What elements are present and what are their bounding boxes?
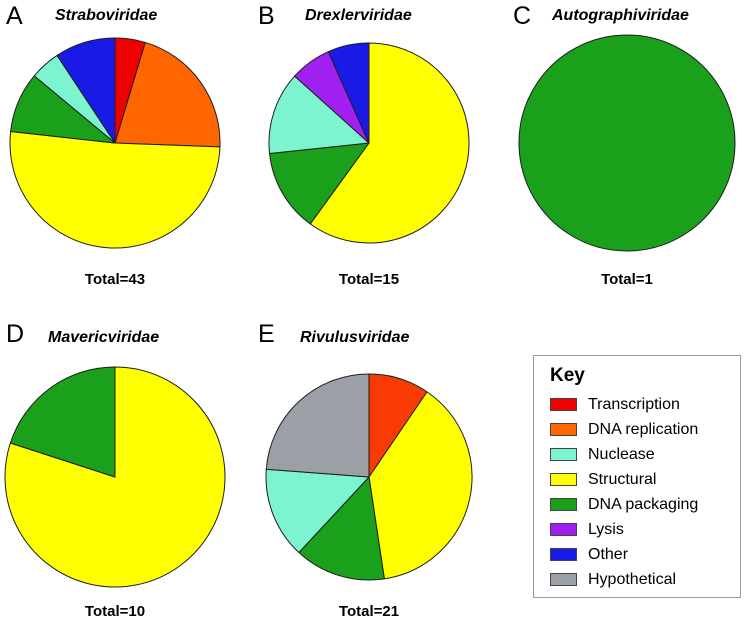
pie-slice	[327, 42, 370, 144]
panel-letter-a: A	[6, 2, 23, 30]
pie-chart-d	[4, 366, 226, 588]
panel-letter-c: C	[513, 2, 532, 30]
panel-letter-e: E	[258, 320, 275, 348]
panel-title-d: Mavericviridae	[48, 329, 160, 346]
legend-item-label: DNA replication	[588, 420, 699, 438]
legend-item: Lysis	[550, 517, 740, 542]
panel-total-e: Total=21	[338, 603, 400, 620]
pie-slice	[368, 391, 473, 580]
legend-color-swatch	[550, 398, 577, 411]
legend-color-swatch	[550, 498, 577, 511]
legend-item: Nuclease	[550, 442, 740, 467]
pie-chart-c	[518, 34, 736, 252]
pie-slice	[9, 131, 221, 249]
legend-item: DNA packaging	[550, 492, 740, 517]
pie-slice	[265, 468, 370, 554]
pie-chart-e	[265, 373, 473, 581]
panel-title-a: Straboviridae	[55, 7, 158, 24]
pie-slice	[265, 373, 370, 478]
pie-chart-a	[9, 37, 221, 249]
legend-item: DNA replication	[550, 417, 740, 442]
pie-slice	[518, 34, 736, 252]
pie-slice	[309, 42, 470, 244]
panel-letter-d: D	[6, 320, 25, 348]
legend-item: Structural	[550, 467, 740, 492]
legend-title: Key	[550, 365, 585, 386]
legend-item: Transcription	[550, 392, 740, 417]
panel-total-c: Total=1	[601, 271, 653, 288]
legend-color-swatch	[550, 523, 577, 536]
legend-item: Hypothetical	[550, 567, 740, 592]
legend-color-swatch	[550, 448, 577, 461]
pie-slice	[56, 37, 116, 144]
panel-title-e: Rivulusviridae	[300, 329, 410, 346]
panel-total-b: Total=15	[338, 271, 400, 288]
legend-item-label: Hypothetical	[588, 570, 677, 588]
legend-color-swatch	[550, 473, 577, 486]
panel-title-c: Autographiviridae	[552, 7, 689, 24]
legend-item-label: DNA packaging	[588, 495, 699, 513]
legend-color-swatch	[550, 548, 577, 561]
pie-slice	[298, 476, 385, 581]
legend-item: Other	[550, 542, 740, 567]
panel-total-a: Total=43	[84, 271, 146, 288]
panel-letter-b: B	[258, 2, 275, 30]
legend-item-label: Other	[588, 545, 629, 563]
legend-item-label: Lysis	[588, 520, 624, 538]
legend-item-label: Nuclease	[588, 445, 655, 463]
legend-item-label: Transcription	[588, 395, 680, 413]
pie-slice	[269, 142, 370, 225]
pie-slice	[268, 75, 370, 154]
panel-title-b: Drexlerviridae	[305, 7, 412, 24]
legend-item-label: Structural	[588, 470, 657, 488]
pie-slice	[9, 366, 116, 478]
pie-chart-b	[268, 42, 470, 244]
pie-slice	[114, 41, 221, 148]
legend-color-swatch	[550, 423, 577, 436]
legend-color-swatch	[550, 573, 577, 586]
panel-total-d: Total=10	[84, 603, 146, 620]
